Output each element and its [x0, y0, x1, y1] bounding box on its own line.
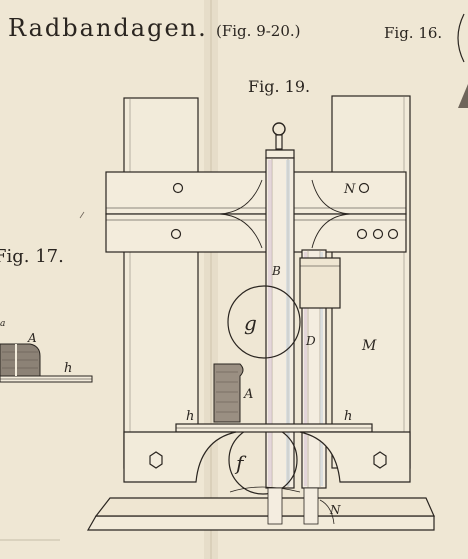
foot-plate	[86, 515, 435, 531]
wheel-g	[227, 285, 301, 359]
fig16-bracket	[457, 13, 465, 63]
bolt-hole	[170, 228, 182, 240]
fig17-label-A: A	[27, 331, 37, 345]
label-h-right: h	[344, 409, 352, 424]
label-N-top: N	[343, 182, 356, 197]
fig19-press	[86, 95, 435, 531]
bolt-hole	[356, 228, 368, 240]
lower-crosshead	[105, 213, 407, 253]
fig16-fragment	[458, 84, 468, 108]
fig17-label: Fig. 17.	[0, 246, 64, 267]
bolt-hole	[358, 182, 370, 194]
label-h-left: h	[186, 409, 194, 424]
foot-flange	[94, 497, 435, 517]
fig16-label: Fig. 16.	[384, 24, 442, 42]
base-left	[123, 431, 237, 483]
fig17-label-a: a	[0, 319, 5, 329]
label-D: D	[305, 334, 316, 348]
tyre-section-A	[213, 363, 244, 423]
label-M: M	[361, 338, 377, 354]
fig17-detail	[0, 343, 93, 383]
bolt-hole	[372, 228, 384, 240]
plate-title: Radbandagen.	[8, 14, 208, 42]
left-column	[123, 97, 199, 469]
bolt-hole	[387, 228, 399, 240]
figure-range: (Fig. 9-20.)	[216, 22, 301, 40]
base-nut	[373, 451, 387, 469]
fig17-label-h: h	[64, 361, 72, 376]
fig19-label: Fig. 19.	[248, 77, 310, 96]
label-N-bottom: N	[329, 503, 341, 517]
screw-bracket	[299, 257, 341, 309]
label-B: B	[271, 264, 281, 278]
base-right	[299, 431, 411, 483]
stray-mark	[79, 211, 85, 219]
label-g: g	[244, 311, 257, 335]
label-A: A	[243, 387, 253, 402]
base-nut	[149, 451, 163, 469]
bolt-hole	[172, 182, 184, 194]
